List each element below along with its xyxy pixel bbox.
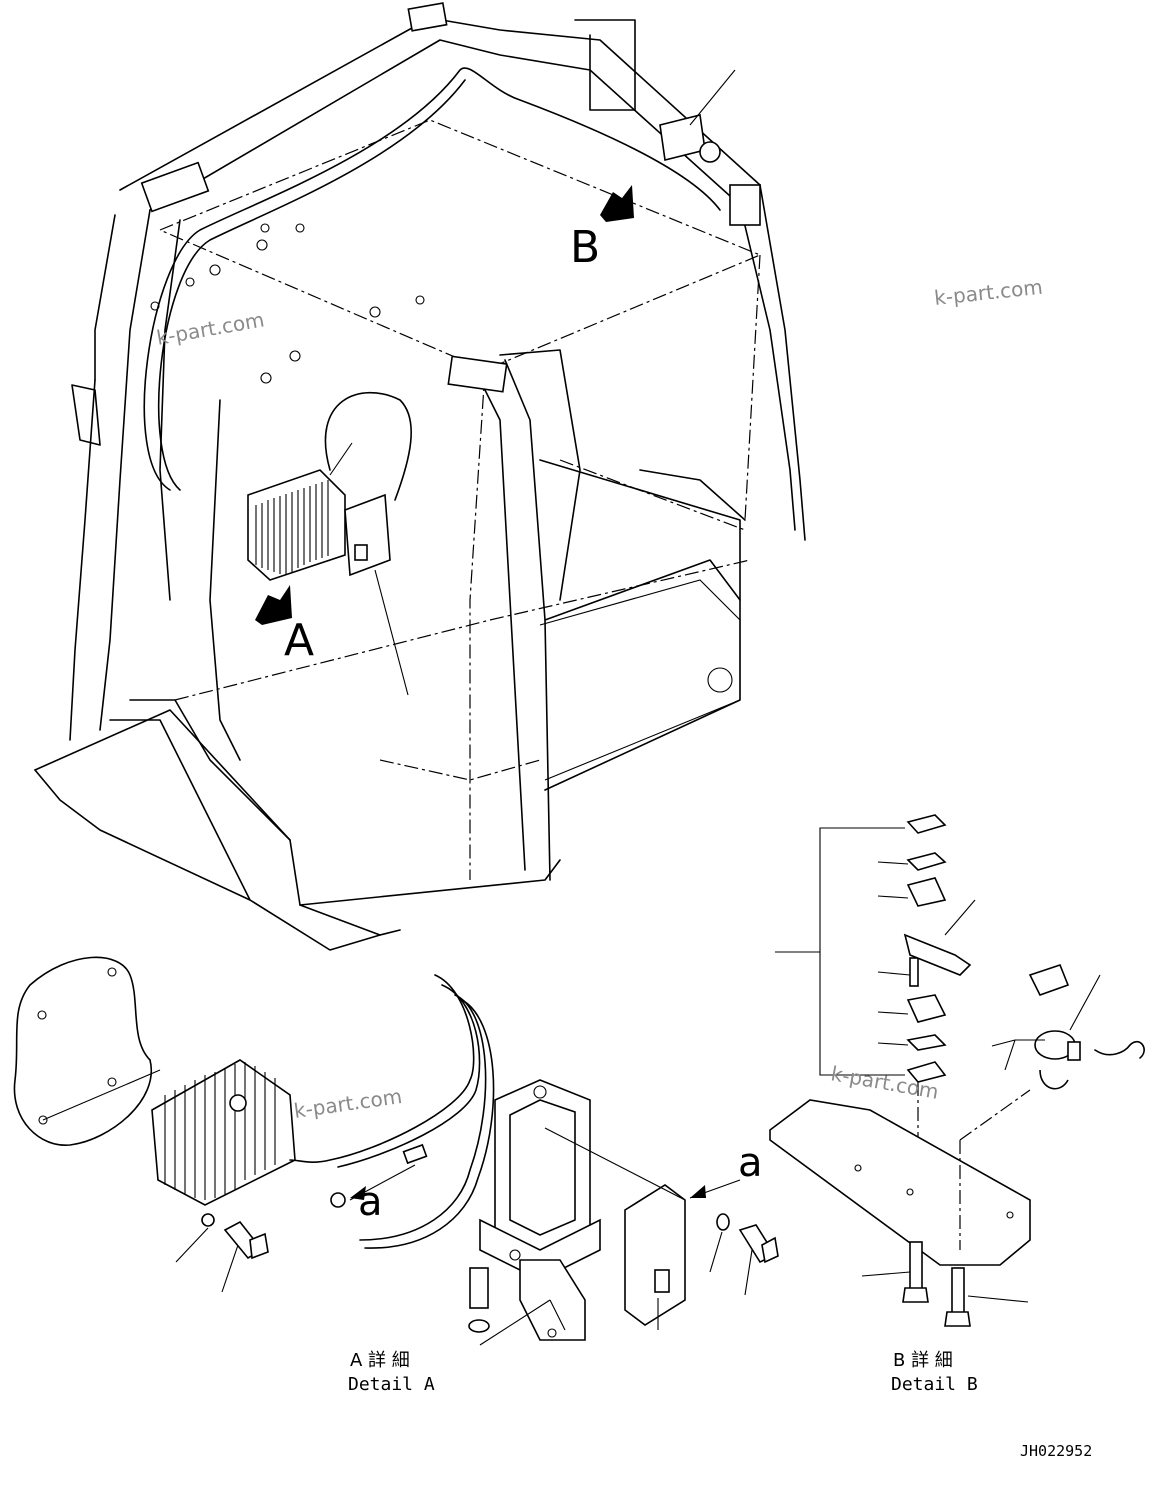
detail-a-harness: a (289, 974, 495, 1249)
roof-connector-bracket (659, 69, 736, 163)
ref-a-label-1: a (358, 1179, 383, 1225)
detail-a-controller (151, 1059, 296, 1293)
watermark-1: k-part.com (155, 307, 266, 350)
detail-a-cab-panel (13, 956, 161, 1146)
view-b-arrow: B (570, 185, 634, 273)
detail-b-bolts (861, 1241, 1029, 1327)
detail-a-cover-plate: a (544, 1127, 779, 1330)
detail-a-title-en: Detail A (348, 1374, 435, 1395)
detail-b-caption: B 詳 細 Detail B (891, 1350, 978, 1395)
cab-frame (34, 2, 806, 951)
detail-a-title-jp: A 詳 細 (350, 1350, 410, 1371)
detail-b-base-plate (769, 1099, 1031, 1266)
view-a-arrow: A (255, 585, 314, 666)
view-a-letter: A (284, 615, 314, 666)
drawing-number: JH022952 (1020, 1442, 1092, 1460)
ref-a-label-2: a (738, 1140, 763, 1186)
view-b-letter: B (570, 222, 600, 273)
detail-b-title-en: Detail B (891, 1374, 978, 1395)
detail-b-title-jp: B 詳 細 (893, 1350, 953, 1371)
controller-in-frame (247, 442, 409, 696)
watermarks: k-part.com k-part.com k-part.com k-part.… (155, 275, 1044, 1123)
detail-b-connector (959, 964, 1145, 1141)
watermark-2: k-part.com (933, 275, 1044, 310)
detail-a-caption: A 詳 細 Detail A (348, 1350, 435, 1395)
detail-a-bracket (468, 1079, 601, 1346)
watermark-3: k-part.com (292, 1084, 403, 1123)
